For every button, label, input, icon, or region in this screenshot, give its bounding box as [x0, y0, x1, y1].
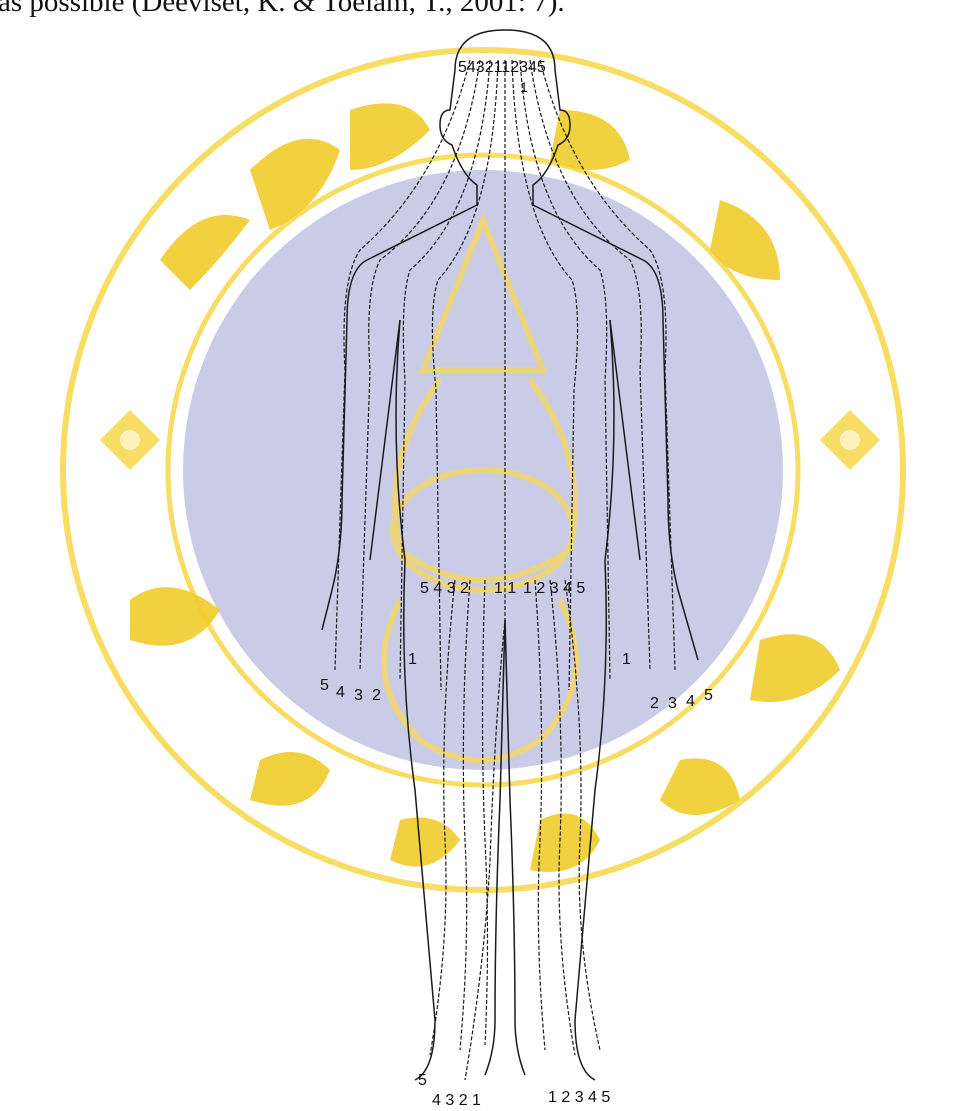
hand-left-thumb-label: 1: [622, 651, 631, 668]
hand-left-finger-5: 5: [704, 687, 713, 704]
hand-left-finger-3: 3: [668, 695, 677, 712]
zone-lines: [335, 60, 675, 1080]
hand-right-finger-3: 3: [354, 687, 363, 704]
foot-left-label: 1 2 3 4 5: [548, 1089, 610, 1106]
body-outline: [322, 30, 698, 1080]
pelvis-center-left-label: 1 1: [494, 580, 516, 597]
hand-right-finger-1: 1: [408, 651, 417, 668]
hand-left-finger-4: 4: [686, 693, 695, 710]
hand-right-finger-4: 4: [336, 684, 345, 701]
pelvis-right-label: 5 4 3 2: [420, 580, 469, 597]
hand-left-finger-2: 2: [650, 695, 659, 712]
head-top-label: 5432112345: [458, 59, 546, 76]
foot-right-bottom-label: 4 3 2 1: [432, 1092, 481, 1109]
pelvis-center-right-label: 1 2 3 4 5: [523, 580, 585, 597]
head-sub-label: 1: [520, 79, 528, 95]
hand-right-finger-5: 5: [320, 677, 329, 694]
foot-right-top-label: 5: [418, 1072, 427, 1089]
hand-right-finger-2: 2: [372, 687, 381, 704]
